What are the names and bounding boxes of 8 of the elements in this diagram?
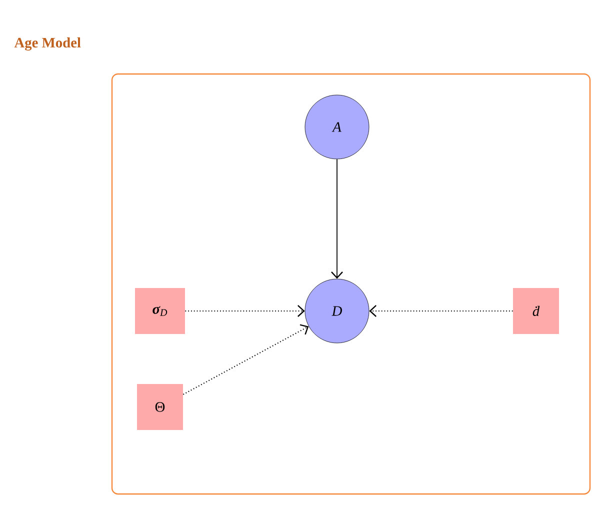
arrow [331, 158, 343, 279]
arrow [369, 305, 513, 317]
title: Age Model [14, 37, 81, 51]
parameter-box: Θ [137, 384, 183, 430]
parameter-box: σ$_{D}$ [135, 288, 185, 334]
arrow [185, 305, 305, 317]
arrow [182, 324, 309, 395]
parameter-box: ḋ [513, 288, 559, 334]
